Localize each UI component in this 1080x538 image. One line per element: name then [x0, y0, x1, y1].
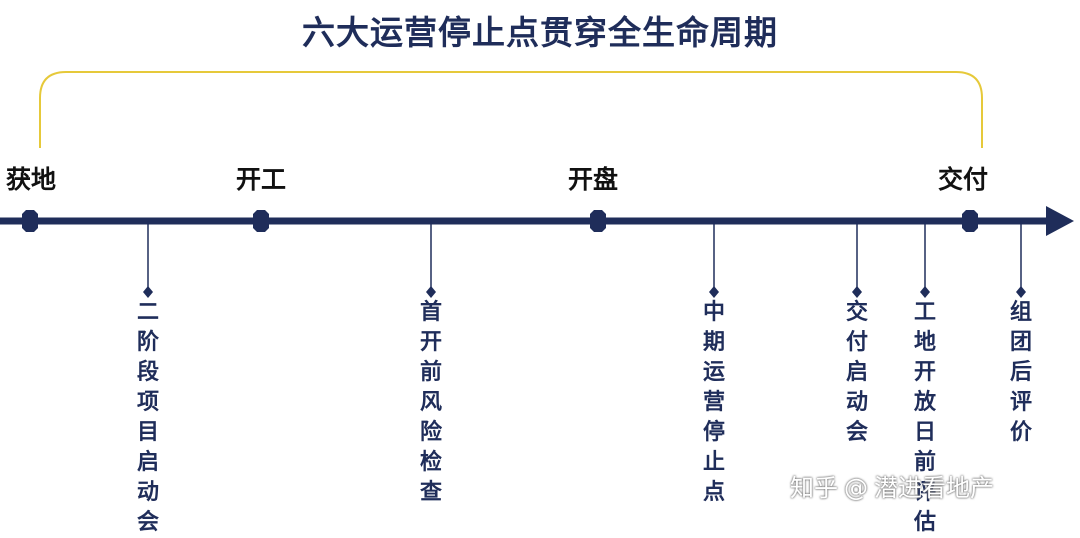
- stop-point-label-1: 首开前风险检查: [419, 300, 442, 505]
- watermark-site: 知乎: [790, 474, 838, 502]
- watermark: 知乎@潜进看地产: [790, 468, 994, 503]
- stop-point-label-5: 组团后评价: [1009, 300, 1032, 445]
- lifecycle-bracket: [39, 71, 983, 148]
- milestone-label-0: 获地: [6, 165, 57, 194]
- stop-point-label-4: 工地开放日前评估: [913, 300, 936, 535]
- stop-point-diamond-0: [143, 286, 153, 298]
- stop-point-diamond-2: [709, 286, 719, 298]
- watermark-at: @: [844, 474, 868, 502]
- milestone-marker-3: [962, 210, 978, 232]
- stop-point-diamond-1: [426, 286, 436, 298]
- milestone-marker-0: [22, 210, 38, 232]
- milestone-label-3: 交付: [938, 165, 989, 194]
- stop-point-diamond-3: [852, 286, 862, 298]
- stop-point-label-3: 交付启动会: [845, 300, 868, 445]
- milestone-marker-2: [590, 210, 606, 232]
- timeline-arrowhead: [1046, 206, 1074, 236]
- stop-point-diamond-5: [1016, 286, 1026, 298]
- stop-point-label-2: 中期运营停止点: [702, 300, 725, 505]
- milestone-label-1: 开工: [236, 165, 287, 194]
- milestone-marker-1: [253, 210, 269, 232]
- watermark-author: 潜进看地产: [874, 474, 994, 502]
- diagram-title: 六大运营停止点贯穿全生命周期: [302, 13, 778, 52]
- stop-point-label-0: 二阶段项目启动会: [136, 300, 159, 535]
- milestone-label-2: 开盘: [568, 165, 619, 194]
- stop-point-diamond-4: [920, 286, 930, 298]
